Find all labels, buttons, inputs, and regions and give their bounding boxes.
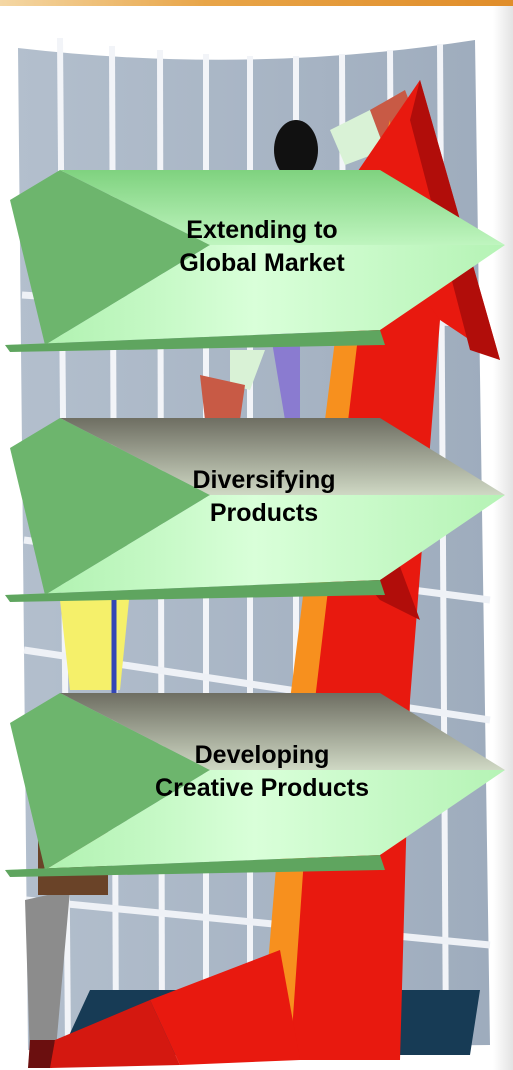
side-shade: [493, 6, 513, 1070]
banner-label-diversify: Diversifying Products: [192, 466, 336, 527]
banner-label-creative: Developing Creative Products: [155, 741, 369, 802]
banner-diversify: [5, 418, 505, 602]
banner-global: [5, 170, 505, 352]
banner-label-global: Extending to Global Market: [179, 216, 345, 277]
top-accent-bar: [0, 0, 513, 6]
banner-creative: [5, 693, 505, 877]
